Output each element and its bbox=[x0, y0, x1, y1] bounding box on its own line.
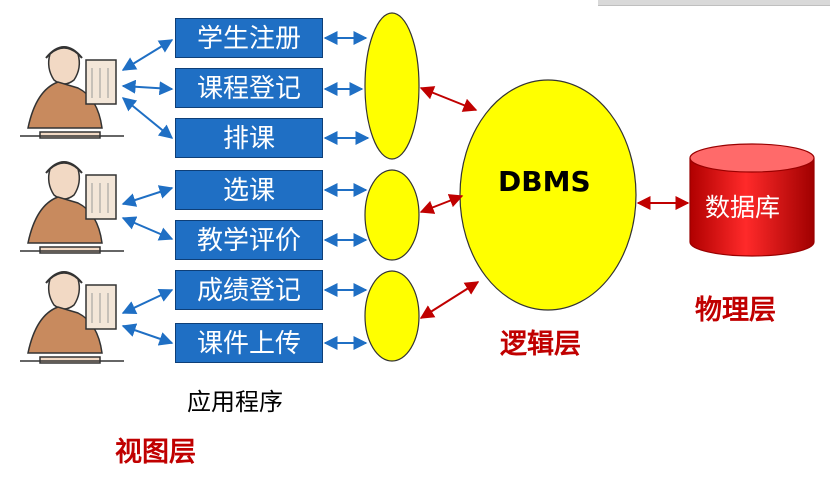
layer-label-physical: 物理层 bbox=[695, 295, 776, 326]
arrow-user3-app7 bbox=[121, 323, 174, 346]
arrow-user1-app3 bbox=[121, 97, 174, 139]
arrow-ellipse1-dbms bbox=[419, 86, 478, 112]
app-box-1: 学生注册 bbox=[175, 18, 323, 58]
app-box-2: 课程登记 bbox=[175, 68, 323, 108]
view-ellipse-3 bbox=[364, 270, 420, 362]
view-ellipse-1 bbox=[364, 12, 420, 160]
arrow-user3-app6 bbox=[121, 289, 174, 314]
layer-label-view: 视图层 bbox=[115, 437, 196, 468]
app-box-3: 排课 bbox=[175, 118, 323, 158]
user-at-computer-icon bbox=[20, 271, 124, 364]
layer-label-logic: 逻辑层 bbox=[500, 329, 581, 360]
database-cylinder-icon bbox=[689, 143, 815, 257]
database-label: 数据库 bbox=[705, 193, 781, 222]
app-ellipse-arrows bbox=[323, 31, 370, 350]
arrow-user2-app4 bbox=[121, 185, 174, 207]
app-box-7: 课件上传 bbox=[175, 323, 323, 363]
dbms-label: DBMS bbox=[498, 165, 591, 198]
app-box-5: 教学评价 bbox=[175, 220, 323, 260]
user-at-computer-icon bbox=[20, 161, 124, 254]
app-box-6: 成绩登记 bbox=[175, 270, 323, 310]
app-box-4: 选课 bbox=[175, 170, 323, 210]
arrow-user1-app1 bbox=[121, 39, 174, 71]
apps-caption: 应用程序 bbox=[187, 388, 283, 416]
window-edge bbox=[598, 0, 830, 6]
user-app-arrows bbox=[121, 39, 174, 346]
arrow-ellipse2-dbms bbox=[419, 194, 464, 214]
user-at-computer-icon bbox=[20, 46, 124, 139]
ellipse-dbms-arrows bbox=[419, 86, 690, 319]
arrow-ellipse3-dbms bbox=[419, 281, 480, 319]
view-ellipse-2 bbox=[364, 169, 420, 261]
arrow-user2-app5 bbox=[121, 216, 174, 241]
arrow-user1-app2 bbox=[121, 79, 174, 96]
